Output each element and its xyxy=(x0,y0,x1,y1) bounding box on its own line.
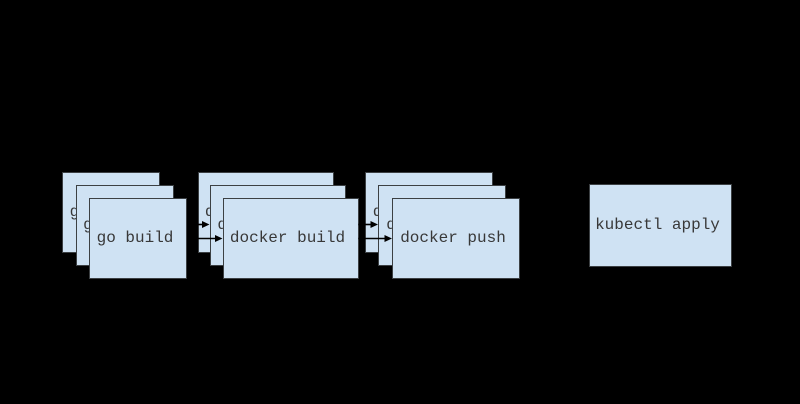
docker-push-box-front: docker push xyxy=(392,198,520,279)
go-build-box-front: go build xyxy=(89,198,187,279)
kubectl-apply-box: kubectl apply xyxy=(589,184,732,267)
docker-push-label: docker push xyxy=(400,228,506,247)
docker-build-box-front: docker build xyxy=(222,198,359,279)
go-build-label: go build xyxy=(96,228,174,247)
kubectl-apply-label: kubectl apply xyxy=(595,215,720,234)
docker-build-label: docker build xyxy=(229,228,346,247)
